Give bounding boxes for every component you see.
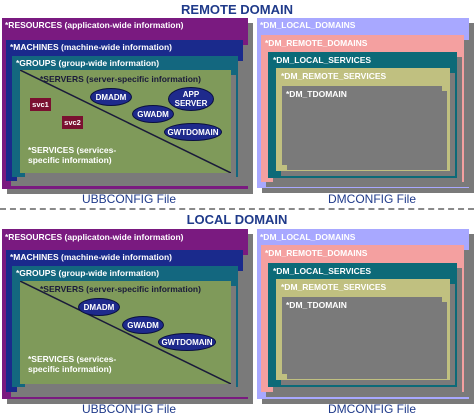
- remote-gwadm-node: GWADM: [132, 105, 174, 123]
- remote-services-label: *SERVICES (services-specific information…: [28, 145, 117, 165]
- remote-dm-tdomain-box: [282, 86, 442, 165]
- local-groups-label: *GROUPS (group-wide information): [16, 268, 160, 278]
- local-dm-local-services-label: *DM_LOCAL_SERVICES: [273, 266, 372, 276]
- remote-servers-label: *SERVERS (server-specific information): [40, 74, 201, 84]
- remote-domain-title: REMOTE DOMAIN: [181, 2, 293, 17]
- remote-dm-remote-services-label: *DM_REMOTE_SERVICES: [281, 71, 387, 81]
- local-domain-title: LOCAL DOMAIN: [186, 212, 288, 227]
- local-dm-tdomain-box: [282, 297, 442, 374]
- remote-svc2-box: svc2: [62, 116, 83, 129]
- local-gwadm-node: GWADM: [122, 316, 164, 334]
- remote-dmconfig-caption: DMCONFIG File: [328, 192, 416, 206]
- local-gwtdomain-node: GWTDOMAIN: [158, 333, 216, 351]
- domain-divider: [0, 208, 474, 210]
- remote-ubbconfig-caption: UBBCONFIG File: [82, 192, 177, 206]
- remote-dm-remote-domains-label: *DM_REMOTE_DOMAINS: [265, 38, 368, 48]
- local-machines-label: *MACHINES (machine-wide information): [10, 252, 172, 262]
- local-dm-remote-services-label: *DM_REMOTE_SERVICES: [281, 282, 387, 292]
- local-services-label: *SERVICES (services-specific information…: [28, 354, 117, 374]
- remote-dm-local-domains-label: *DM_LOCAL_DOMAINS: [260, 20, 356, 30]
- remote-dm-tdomain-label: *DM_TDOMAIN: [286, 89, 347, 99]
- remote-svc1-box: svc1: [30, 98, 51, 111]
- local-dm-remote-domains-label: *DM_REMOTE_DOMAINS: [265, 248, 368, 258]
- local-ubbconfig-caption: UBBCONFIG File: [82, 402, 177, 416]
- local-dmconfig-caption: DMCONFIG File: [328, 402, 416, 416]
- local-resources-label: *RESOURCES (applicaton-wide information): [5, 232, 184, 242]
- remote-machines-label: *MACHINES (machine-wide information): [10, 42, 172, 52]
- remote-dm-local-services-label: *DM_LOCAL_SERVICES: [273, 55, 372, 65]
- local-dm-local-domains-label: *DM_LOCAL_DOMAINS: [260, 232, 356, 242]
- local-dm-tdomain-label: *DM_TDOMAIN: [286, 300, 347, 310]
- remote-resources-label: *RESOURCES (applicaton-wide information): [5, 20, 184, 30]
- remote-groups-label: *GROUPS (group-wide information): [16, 58, 160, 68]
- remote-appserver-node: APP SERVER: [168, 87, 214, 111]
- remote-dmadm-node: DMADM: [90, 88, 132, 106]
- local-dmadm-node: DMADM: [78, 298, 120, 316]
- remote-gwtdomain-node: GWTDOMAIN: [164, 123, 222, 141]
- local-servers-label: *SERVERS (server-specific information): [40, 284, 201, 294]
